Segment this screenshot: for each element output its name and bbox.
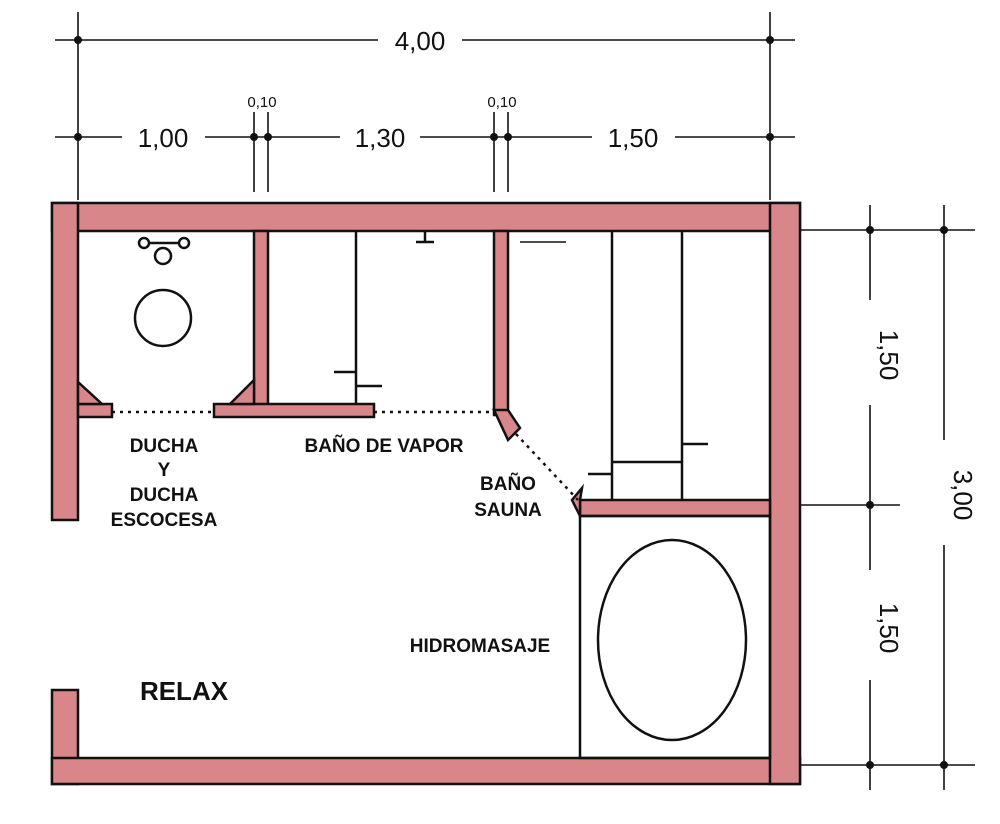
walls [50,201,802,786]
hydromassage-tub [578,514,772,760]
dim-wall-gap-2: 0,10 [487,94,516,111]
label-shower-2: Y [158,460,171,481]
dim-total-height: 3,00 [948,470,978,521]
label-relax: RELAX [140,676,229,706]
label-shower-3: DUCHA [130,485,199,506]
dim-lower-height: 1,50 [874,603,904,654]
steam-outlet-icon [416,231,434,244]
fixtures [133,231,772,760]
dim-upper-height: 1,50 [874,330,904,381]
dim-steam-width: 1,30 [355,123,406,153]
label-steam-room: BAÑO DE VAPOR [304,435,463,457]
tub-basin [596,538,748,742]
shower-drain-icon [133,288,193,348]
dim-sauna-width: 1,50 [608,123,659,153]
label-sauna-2: SAUNA [474,500,542,521]
dimension-lines-top [55,12,795,200]
shower-tap-icon [137,236,191,266]
label-shower-1: DUCHA [130,436,199,457]
label-hydromassage: HIDROMASAJE [410,636,550,657]
door-openings [112,410,579,501]
dimension-lines-right [795,205,975,790]
dim-total-width: 4,00 [395,26,446,56]
dim-wall-gap-1: 0,10 [247,94,276,111]
dim-shower-width: 1,00 [138,123,189,153]
label-shower-4: ESCOCESA [111,510,218,531]
label-sauna-1: BAÑO [480,473,536,495]
